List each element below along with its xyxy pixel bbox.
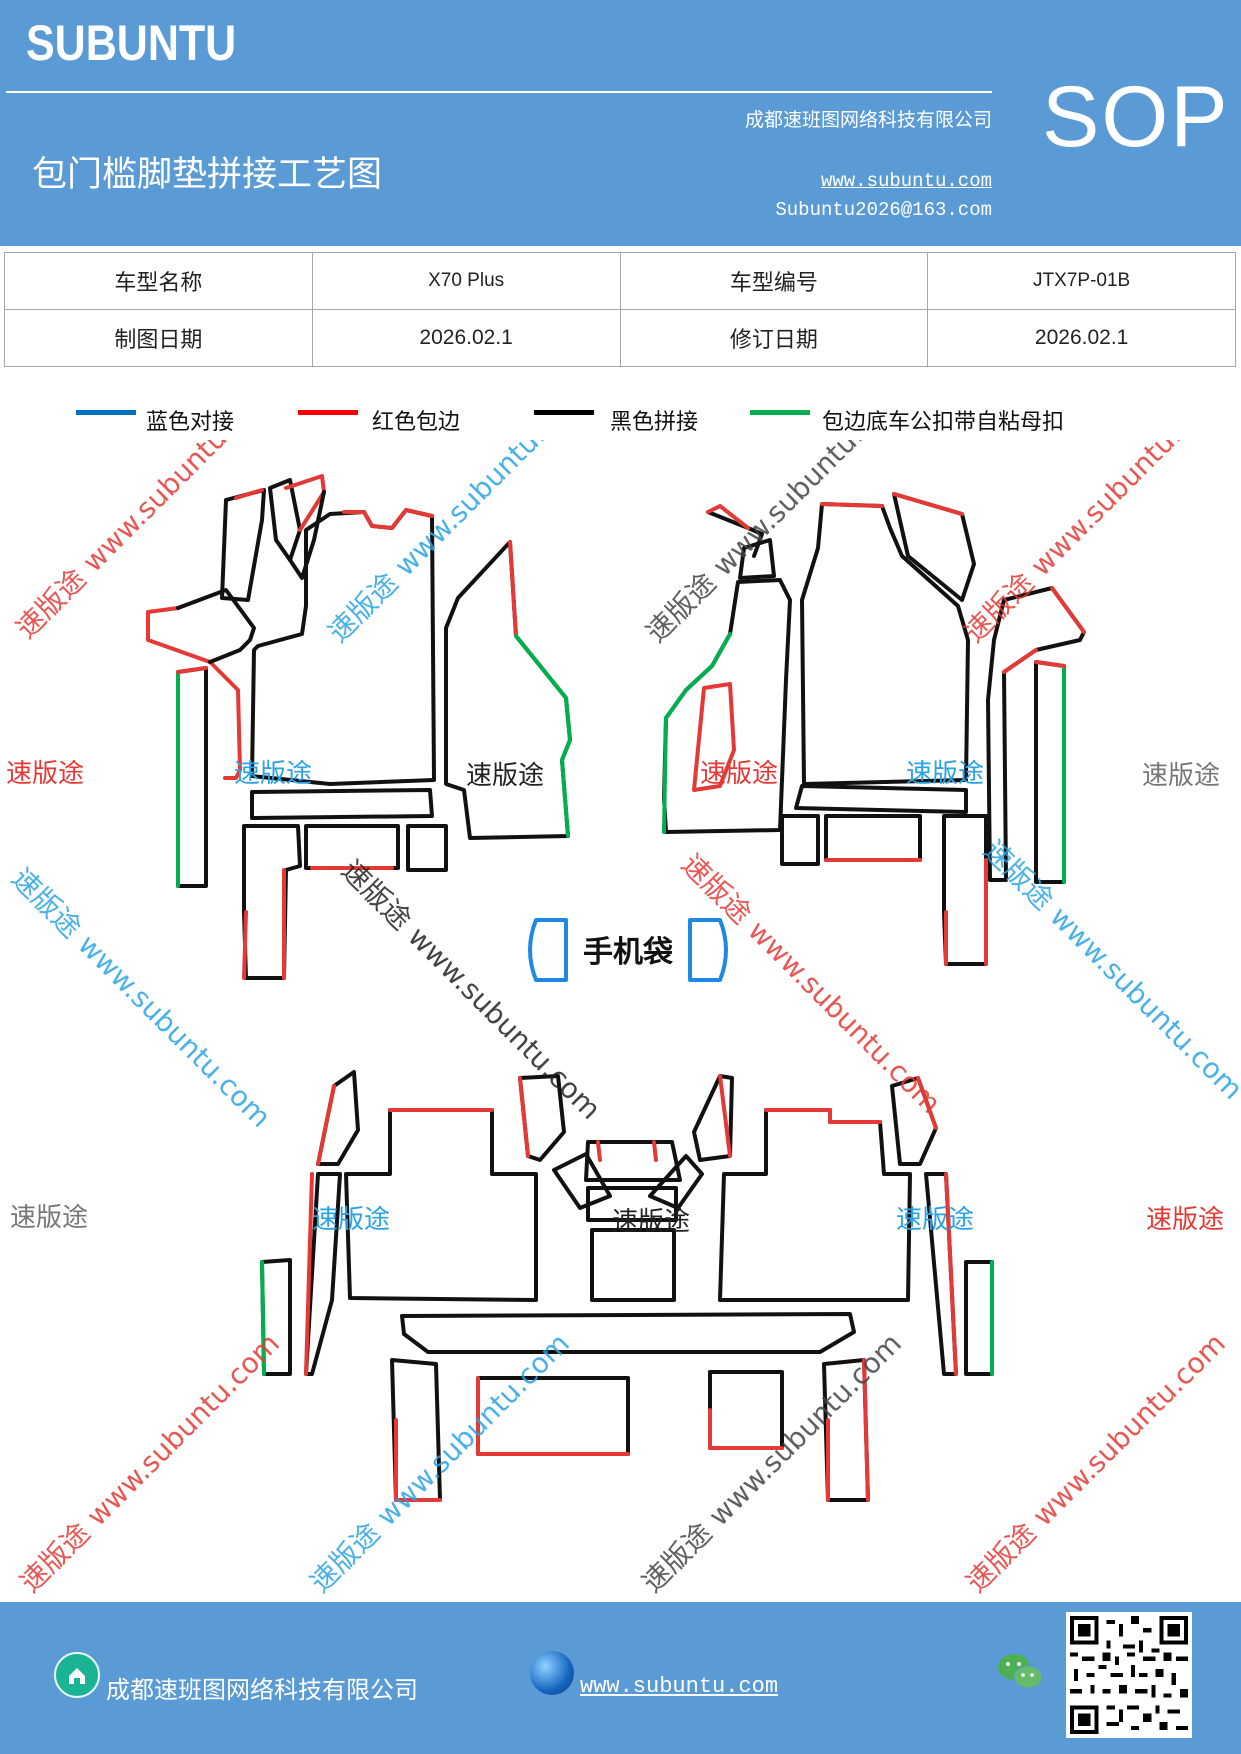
draw-date-value: 2026.02.1 <box>311 309 621 367</box>
footer-website-link[interactable]: www.subuntu.com <box>580 1674 779 1699</box>
header-banner <box>0 0 1241 246</box>
watermark-brand: 速版途 <box>896 1205 974 1235</box>
mat-left-door-panel <box>444 540 572 840</box>
watermark-url-part: www.subuntu.com <box>402 920 608 1126</box>
watermark-brand: 速版途 <box>312 1205 390 1235</box>
revise-date-value: 2026.02.1 <box>927 309 1236 367</box>
mat-rear-right-pillars <box>890 1076 994 1376</box>
watermark-url-part: www.subuntu.com <box>706 440 912 582</box>
watermark-brand-part: 速版途 <box>675 848 758 931</box>
watermark-brand-part: 速版途 <box>304 1516 387 1599</box>
legend-label-red: 红色包边 <box>372 410 461 435</box>
watermark-brand-part: 速版途 <box>322 566 405 649</box>
mat-left-main-panel <box>250 508 436 786</box>
mat-rear-left-pillars <box>260 1070 360 1376</box>
model-info-table: 车型名称 X70 Plus 车型编号 JTX7P-01B 制图日期 2026.0… <box>4 252 1236 367</box>
header-website-link[interactable]: www.subuntu.com <box>820 170 992 192</box>
watermark-brand: 速版途 <box>6 759 84 789</box>
mat-left-bottom-pieces <box>242 788 448 980</box>
legend-swatch-black <box>534 410 594 415</box>
watermark-diagonal: 速版途www.subuntu.com <box>5 862 277 1134</box>
mat-right-door-panel <box>662 578 792 834</box>
mat-left-sill-strip <box>176 666 208 888</box>
phone-bag-left-piece[interactable] <box>528 918 568 982</box>
mat-rear-right-panel <box>718 1108 912 1302</box>
model-code-label: 车型编号 <box>619 252 929 310</box>
mat-left-rear-quarter <box>146 588 256 780</box>
table-row: 车型名称 X70 Plus 车型编号 JTX7P-01B <box>4 252 1236 310</box>
watermark-brand: 速版途 <box>234 759 312 789</box>
watermark-diagonal: 速版途www.subuntu.com <box>335 854 607 1126</box>
watermark-brand-part: 速版途 <box>960 1516 1043 1599</box>
page-title: 包门槛脚垫拼接工艺图 <box>32 155 383 195</box>
watermark-brand: 速版途 <box>612 1207 690 1237</box>
mat-right-sill-strip <box>1034 660 1066 884</box>
legend-swatch-blue <box>76 410 136 415</box>
header-divider <box>6 91 992 93</box>
watermark-diagonal: 速版途www.subuntu.com <box>977 834 1241 1106</box>
mat-rear-center-panels <box>518 1074 734 1302</box>
legend-label-black: 黑色拼接 <box>610 410 699 435</box>
legend-swatch-red <box>298 410 358 415</box>
watermark-url-part: www.subuntu.com <box>1024 440 1230 582</box>
watermark-brand-part: 速版途 <box>5 862 88 945</box>
watermark-url-part: www.subuntu.com <box>702 1327 908 1533</box>
mat-rear-left-panel <box>344 1108 538 1302</box>
watermark-diagonal: 速版途www.subuntu.com <box>958 440 1230 649</box>
watermark-diagonal: 速版途www.subuntu.com <box>640 440 912 649</box>
table-row: 制图日期 2026.02.1 修订日期 2026.02.1 <box>4 309 1236 367</box>
brand-logo: SUBUNTU <box>26 15 237 71</box>
watermark-brand: 速版途 <box>10 1203 88 1233</box>
revise-date-label: 修订日期 <box>619 309 929 367</box>
legend-swatch-green <box>750 410 810 415</box>
mat-right-pillar-pieces <box>706 504 776 580</box>
watermark-brand: 速版途 <box>700 759 778 789</box>
phone-bag-label: 手机袋 <box>583 935 673 970</box>
watermark-diagonal: 速版途www.subuntu.com <box>960 1327 1232 1599</box>
qr-code <box>1066 1612 1192 1738</box>
mat-right-rear-quarter <box>986 586 1086 882</box>
watermark-url-part: www.subuntu.com <box>370 1327 576 1533</box>
watermark-brand-part: 速版途 <box>14 1516 97 1599</box>
watermark-url-part: www.subuntu.com <box>80 1327 286 1533</box>
watermark-brand: 速版途 <box>466 761 544 791</box>
watermark-diagonal: 速版途www.subuntu.com <box>675 848 947 1120</box>
model-name-label: 车型名称 <box>4 252 313 310</box>
watermark-brand: 速版途 <box>906 759 984 789</box>
watermark-diagonal: 速版途www.subuntu.com <box>304 1327 576 1599</box>
watermark-url-part: www.subuntu.com <box>742 914 948 1120</box>
watermark-brand-part: 速版途 <box>636 1516 719 1599</box>
model-code-value: JTX7P-01B <box>927 252 1236 310</box>
watermark-brand-part: 速版途 <box>640 566 723 649</box>
watermark-url-part: www.subuntu.com <box>1026 1327 1232 1533</box>
header-email: Subuntu2026@163.com <box>775 199 992 221</box>
draw-date-label: 制图日期 <box>4 309 313 367</box>
legend-label-green: 包边底车公扣带自粘母扣 <box>822 410 1065 435</box>
mat-right-bottom-pieces <box>780 784 988 966</box>
phone-bag-right-piece[interactable] <box>688 918 728 982</box>
watermark-brand: 速版途 <box>1142 761 1220 791</box>
watermark-url-part: www.subuntu.com <box>76 440 282 578</box>
legend-label-blue: 蓝色对接 <box>146 410 235 435</box>
mat-rear-cross-strip <box>400 1312 856 1354</box>
home-icon <box>54 1652 100 1698</box>
watermark-brand-part: 速版途 <box>10 562 93 645</box>
model-name-value: X70 Plus <box>311 252 621 310</box>
wechat-icon[interactable] <box>996 1651 1044 1693</box>
watermark-brand: 速版途 <box>1146 1205 1224 1235</box>
globe-icon <box>530 1651 574 1695</box>
watermark-url-part: www.subuntu.com <box>1044 900 1241 1106</box>
mat-right-main-panel <box>800 492 976 786</box>
watermark-diagonal: 速版途www.subuntu.com <box>322 440 594 649</box>
watermark-diagonal: 速版途www.subuntu.com <box>14 1327 286 1599</box>
header-company-name: 成都速班图网络科技有限公司 <box>744 109 992 131</box>
footer-company-name: 成都速班图网络科技有限公司 <box>106 1676 418 1704</box>
mat-left-pillar-pieces <box>220 474 326 602</box>
sop-badge: SOP <box>1042 69 1230 165</box>
mat-rear-bottom-pieces <box>390 1358 870 1502</box>
floor-mat-diagram: 手机袋 速版途 速版途 速版途 速版途 速版途 速版途 速版途 速版途 速版途 … <box>5 440 1241 1599</box>
watermark-diagonal: 速版途www.subuntu.com <box>10 440 282 645</box>
